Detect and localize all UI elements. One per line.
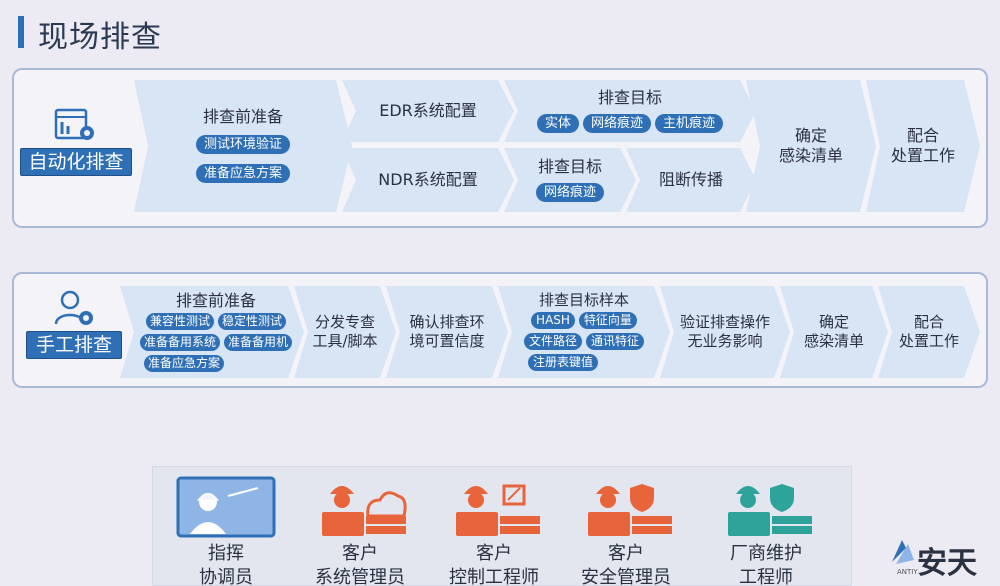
sample-item: 文件路径 (524, 333, 582, 350)
role-line2: 控制工程师 (449, 567, 539, 586)
sample-item: 特征向量 (579, 312, 637, 329)
control-engineer-icon (456, 484, 540, 536)
confirm-line2: 感染清单 (803, 332, 864, 350)
manual-tag: 手工排查 (26, 331, 122, 359)
manual-step-env: 确认排查环 境可置信度 (386, 286, 508, 378)
logo-text: 安天 (917, 546, 977, 581)
target-item: 实体 (537, 114, 579, 133)
auto-settings-icon (54, 108, 98, 148)
role-security-admin: 客户 安全管理员 (556, 476, 696, 586)
edr-config-label: EDR系统配置 (379, 101, 477, 120)
role-line2: 工程师 (739, 567, 793, 586)
auto-step-target-host: 排查目标 实体 网络痕迹 主机痕迹 (504, 80, 756, 142)
sysadmin-icon (322, 486, 407, 536)
vendor-engineer-icon (728, 484, 812, 536)
manual-step-samples: 排查目标样本 HASH 特征向量 文件路径 通讯特征 注册表键值 (498, 286, 670, 378)
cooperate-line2: 处置工作 (898, 332, 959, 350)
role-line2: 系统管理员 (315, 567, 405, 586)
auto-prep-item: 测试环境验证 (196, 135, 290, 154)
role-commander: 指挥 协调员 (156, 476, 296, 586)
confirm-line1: 确定 (794, 126, 827, 145)
title-accent-bar (18, 16, 24, 48)
logo-subtext: ANTIY (897, 568, 918, 576)
manual-step-tools: 分发专查 工具/脚本 (294, 286, 396, 378)
manual-user-settings-icon (54, 290, 98, 332)
env-line1: 确认排查环 (409, 313, 485, 331)
auto-step-edr: EDR系统配置 (342, 80, 514, 142)
prep-item: 稳定性测试 (218, 313, 286, 330)
role-line1: 指挥 (208, 543, 244, 564)
role-line2: 安全管理员 (581, 567, 671, 586)
auto-step-block: 阻断传播 (626, 148, 756, 212)
role-line1: 厂商维护 (730, 543, 802, 564)
auto-step-cooperate: 配合 处置工作 (866, 80, 980, 212)
prep-item: 准备备用机 (224, 334, 292, 351)
page-title: 现场排查 (38, 20, 162, 55)
role-line1: 客户 (342, 543, 378, 564)
manual-step-cooperate: 配合 处置工作 (878, 286, 980, 378)
automated-tag: 自动化排查 (20, 148, 132, 176)
security-admin-icon (588, 484, 672, 536)
role-line2: 协调员 (199, 567, 253, 586)
prep-item: 准备备用系统 (140, 334, 220, 351)
role-sysadmin: 客户 系统管理员 (290, 476, 430, 586)
block-spread-label: 阻断传播 (658, 170, 723, 189)
auto-step-confirm: 确定 感染清单 (746, 80, 876, 212)
auto-target-title: 排查目标 (597, 87, 662, 107)
role-line1: 客户 (608, 543, 644, 564)
ndr-config-label: NDR系统配置 (378, 170, 478, 189)
verify-line2: 无业务影响 (687, 332, 763, 350)
role-control-engineer: 客户 控制工程师 (424, 476, 564, 586)
auto-target-title: 排查目标 (537, 156, 602, 176)
tools-line1: 分发专查 (314, 313, 375, 331)
prep-item: 兼容性测试 (146, 313, 214, 330)
auto-step-ndr: NDR系统配置 (342, 148, 514, 212)
cooperate-line1: 配合 (913, 313, 944, 331)
target-item: 网络痕迹 (536, 183, 604, 202)
auto-step-target-net: 排查目标 网络痕迹 (504, 148, 636, 212)
role-vendor-engineer: 厂商维护 工程师 (696, 476, 836, 586)
samples-title: 排查目标样本 (538, 291, 629, 309)
tools-line2: 工具/脚本 (312, 332, 378, 350)
cooperate-line2: 处置工作 (890, 146, 955, 165)
verify-line1: 验证排查操作 (679, 313, 770, 331)
manual-step-confirm: 确定 感染清单 (780, 286, 888, 378)
prep-item: 准备应急方案 (144, 355, 224, 372)
manual-step-verify: 验证排查操作 无业务影响 (660, 286, 790, 378)
role-line1: 客户 (476, 543, 512, 564)
auto-step-prep: 排查前准备 测试环境验证 准备应急方案 (134, 80, 352, 212)
sample-item: 通讯特征 (586, 333, 644, 350)
auto-prep-item: 准备应急方案 (196, 164, 290, 183)
manual-step-prep: 排查前准备 兼容性测试 稳定性测试 准备备用系统 准备备用机 准备应急方案 (120, 286, 304, 378)
target-item: 主机痕迹 (655, 114, 723, 133)
manual-prep-title: 排查前准备 (175, 290, 256, 310)
sample-item: HASH (531, 312, 575, 329)
auto-prep-title: 排查前准备 (202, 107, 283, 126)
sample-item: 注册表键值 (528, 354, 598, 371)
confirm-line1: 确定 (818, 313, 849, 331)
target-item: 网络痕迹 (583, 114, 651, 133)
antiy-logo-icon (890, 536, 916, 570)
cooperate-line1: 配合 (906, 126, 939, 145)
env-line2: 境可置信度 (409, 332, 485, 350)
confirm-line2: 感染清单 (778, 146, 843, 165)
commander-icon (176, 476, 276, 538)
